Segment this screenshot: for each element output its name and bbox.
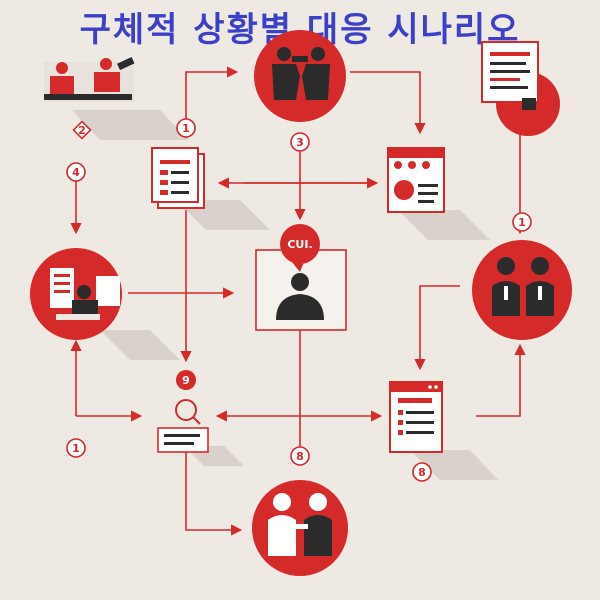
connector-line bbox=[350, 71, 426, 135]
step-badge: 4 bbox=[66, 162, 86, 182]
connector-line bbox=[414, 285, 460, 371]
speech-bubble-text: CUI. bbox=[287, 238, 312, 251]
step-badge: 8 bbox=[412, 462, 432, 482]
step-badge: 3 bbox=[290, 132, 310, 152]
svg-text:1: 1 bbox=[72, 442, 80, 455]
svg-text:1: 1 bbox=[518, 216, 526, 229]
shadows bbox=[72, 110, 498, 480]
connector-line bbox=[476, 343, 526, 417]
courtroom-judge-icon bbox=[44, 56, 135, 102]
presentation-board-icon bbox=[387, 147, 445, 213]
report-list-icon bbox=[151, 147, 205, 209]
svg-text:8: 8 bbox=[418, 466, 426, 479]
step-badge: 1 bbox=[176, 118, 196, 138]
contract-document-icon bbox=[481, 41, 560, 136]
step-badge: 9 bbox=[176, 370, 196, 390]
step-badge: 1 bbox=[512, 212, 532, 232]
meeting-people-icon bbox=[472, 240, 572, 340]
connector-line bbox=[185, 440, 243, 536]
step-badge: 1 bbox=[66, 438, 86, 458]
checklist-form-icon bbox=[389, 381, 443, 453]
connector-line bbox=[185, 66, 239, 140]
svg-text:2: 2 bbox=[78, 124, 86, 137]
handshake-people-icon bbox=[252, 480, 348, 576]
svg-text:1: 1 bbox=[182, 122, 190, 135]
svg-text:9: 9 bbox=[182, 374, 190, 387]
svg-text:8: 8 bbox=[296, 450, 304, 463]
connectors bbox=[70, 66, 526, 536]
svg-text:4: 4 bbox=[72, 166, 80, 179]
step-badge: 2 bbox=[72, 120, 92, 140]
step-badge: 8 bbox=[290, 446, 310, 466]
confrontation-people-icon bbox=[254, 30, 346, 122]
magnifier-person-icon bbox=[157, 399, 209, 453]
svg-text:3: 3 bbox=[296, 136, 304, 149]
badges: 2 4 1 3 1 9 1 bbox=[66, 118, 532, 482]
office-building-icon bbox=[30, 248, 122, 340]
speaker-person-icon bbox=[255, 224, 347, 331]
